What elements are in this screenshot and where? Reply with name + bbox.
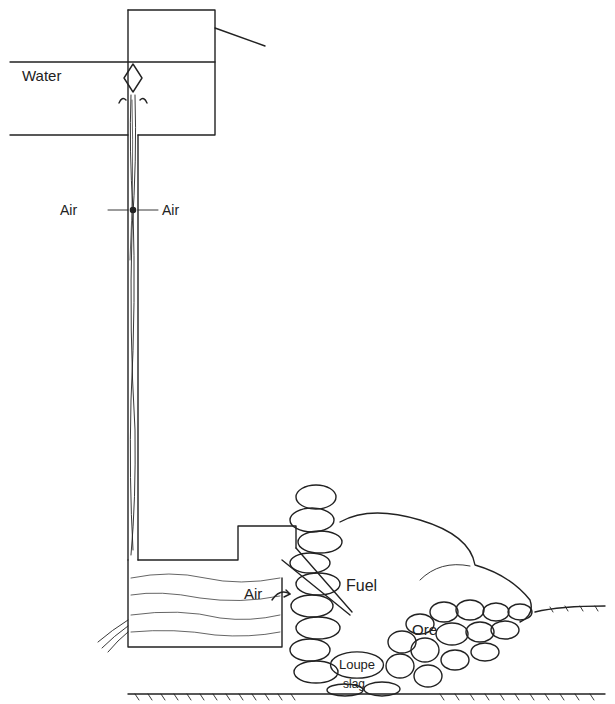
outflow [98,620,128,652]
ore-outline [420,565,470,580]
chamber-outline [128,526,296,647]
furnace-stones [290,485,532,696]
falling-water [130,100,133,260]
part-label: Water [22,68,61,83]
tank-roof [128,10,215,28]
part-label: Air [60,203,77,217]
part-label: Air [244,586,262,601]
chamber-water [131,574,280,636]
pipe-wall [127,10,128,560]
ground-line [128,606,605,694]
water-surface [10,61,215,62]
loupe-ellipse: Loupe [330,651,384,679]
fuel-outline [340,513,531,622]
air-inlet [130,207,135,212]
pipe-wall [137,135,138,560]
ground-hatch [135,606,598,700]
tank-outline [10,28,265,135]
node-text: Loupe [330,658,384,671]
air-arrow-head [284,590,290,597]
air-inlet-line [108,210,158,211]
valve-diamond [124,64,142,92]
tuyere [282,548,352,615]
water-splash [119,99,147,103]
part-label: Ore [412,622,437,637]
part-label: slag [343,678,365,690]
part-label: Fuel [346,578,377,594]
falling-water [131,95,136,555]
part-label: Air [162,203,179,217]
